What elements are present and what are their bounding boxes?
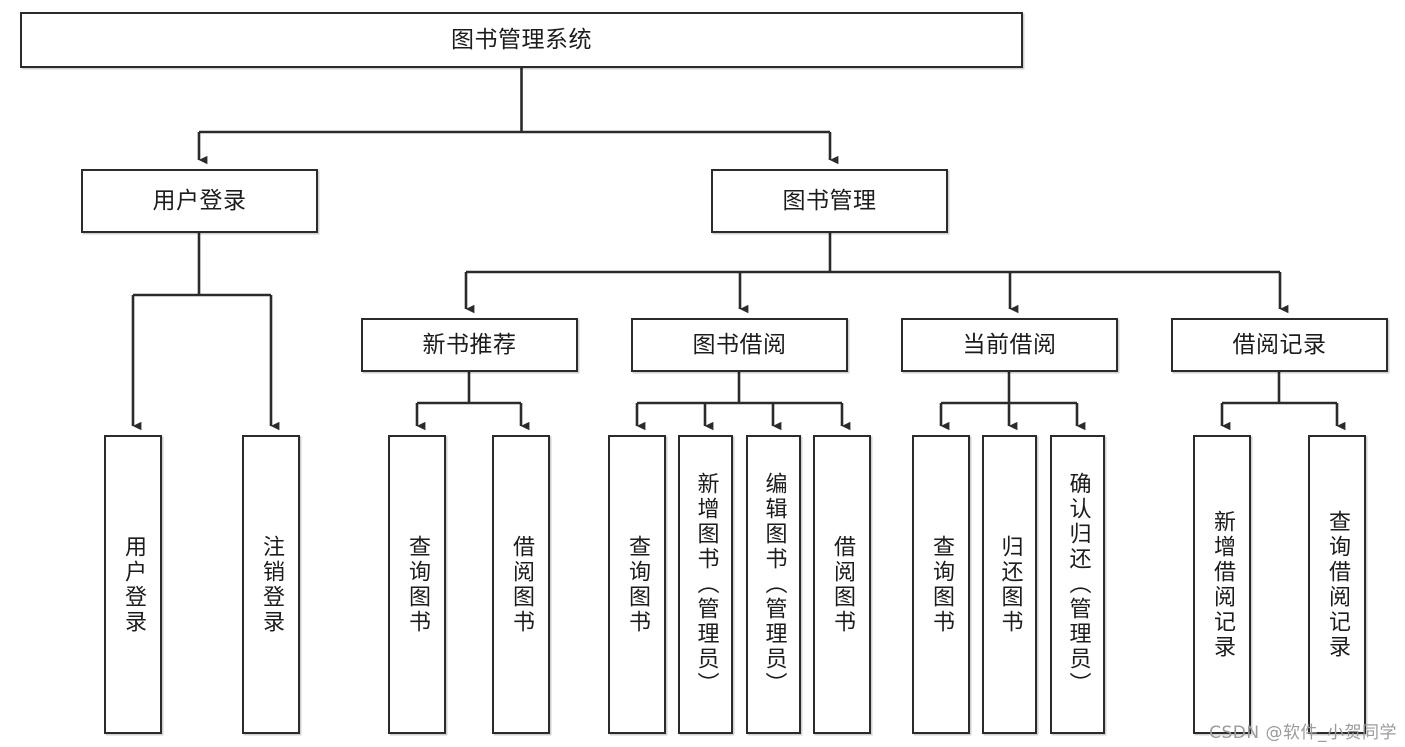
leaf-label: 查询图书: [404, 534, 430, 635]
node-label: 新书推荐: [422, 331, 517, 358]
leaf-label: 注销登录: [258, 534, 284, 635]
node-label: 借阅记录: [1232, 331, 1327, 358]
node-book-management[interactable]: 图书管理: [711, 169, 948, 233]
leaf-label: 查询图书: [624, 534, 650, 635]
leaf-query-borrowing-record[interactable]: 查询借阅记录: [1308, 435, 1366, 734]
leaf-borrow-book-borrowing[interactable]: 借阅图书: [813, 435, 871, 734]
leaf-label: 新增借阅记录: [1209, 509, 1235, 660]
leaf-query-book-borrowing[interactable]: 查询图书: [608, 435, 666, 734]
leaf-label: 用户登录: [120, 534, 146, 635]
leaf-logout[interactable]: 注销登录: [242, 435, 300, 734]
leaf-edit-book-admin[interactable]: 编辑图书（管理员）: [746, 435, 801, 734]
node-label: 图书管理系统: [451, 26, 592, 53]
leaf-label: 借阅图书: [829, 534, 855, 635]
node-current-borrowing[interactable]: 当前借阅: [901, 318, 1118, 372]
node-book-management-system[interactable]: 图书管理系统: [20, 12, 1023, 68]
node-label: 用户登录: [152, 187, 247, 214]
leaf-confirm-return-admin[interactable]: 确认归还（管理员）: [1050, 435, 1105, 734]
node-borrowing-record[interactable]: 借阅记录: [1171, 318, 1388, 372]
leaf-label: 借阅图书: [508, 534, 534, 635]
node-book-borrowing[interactable]: 图书借阅: [631, 318, 848, 372]
leaf-borrow-book-recommendation[interactable]: 借阅图书: [492, 435, 550, 734]
node-user-login[interactable]: 用户登录: [81, 169, 318, 233]
leaf-user-login[interactable]: 用户登录: [104, 435, 162, 734]
leaf-query-book-recommendation[interactable]: 查询图书: [388, 435, 446, 734]
node-label: 当前借阅: [962, 331, 1057, 358]
node-label: 图书管理: [782, 187, 877, 214]
leaf-add-borrowing-record[interactable]: 新增借阅记录: [1193, 435, 1251, 734]
leaf-label: 查询借阅记录: [1324, 509, 1350, 660]
leaf-label: 归还图书: [997, 534, 1023, 635]
leaf-label: 编辑图书（管理员）: [761, 472, 787, 697]
node-new-book-recommendation[interactable]: 新书推荐: [361, 318, 578, 372]
leaf-label: 确认归还（管理员）: [1065, 472, 1091, 697]
leaf-add-book-admin[interactable]: 新增图书（管理员）: [678, 435, 733, 734]
node-label: 图书借阅: [692, 331, 787, 358]
leaf-query-book-current[interactable]: 查询图书: [912, 435, 970, 734]
leaf-label: 查询图书: [928, 534, 954, 635]
leaf-label: 新增图书（管理员）: [693, 472, 719, 697]
csdn-watermark: CSDN @软件_小贺同学: [1209, 723, 1397, 743]
leaf-return-book[interactable]: 归还图书: [982, 435, 1037, 734]
